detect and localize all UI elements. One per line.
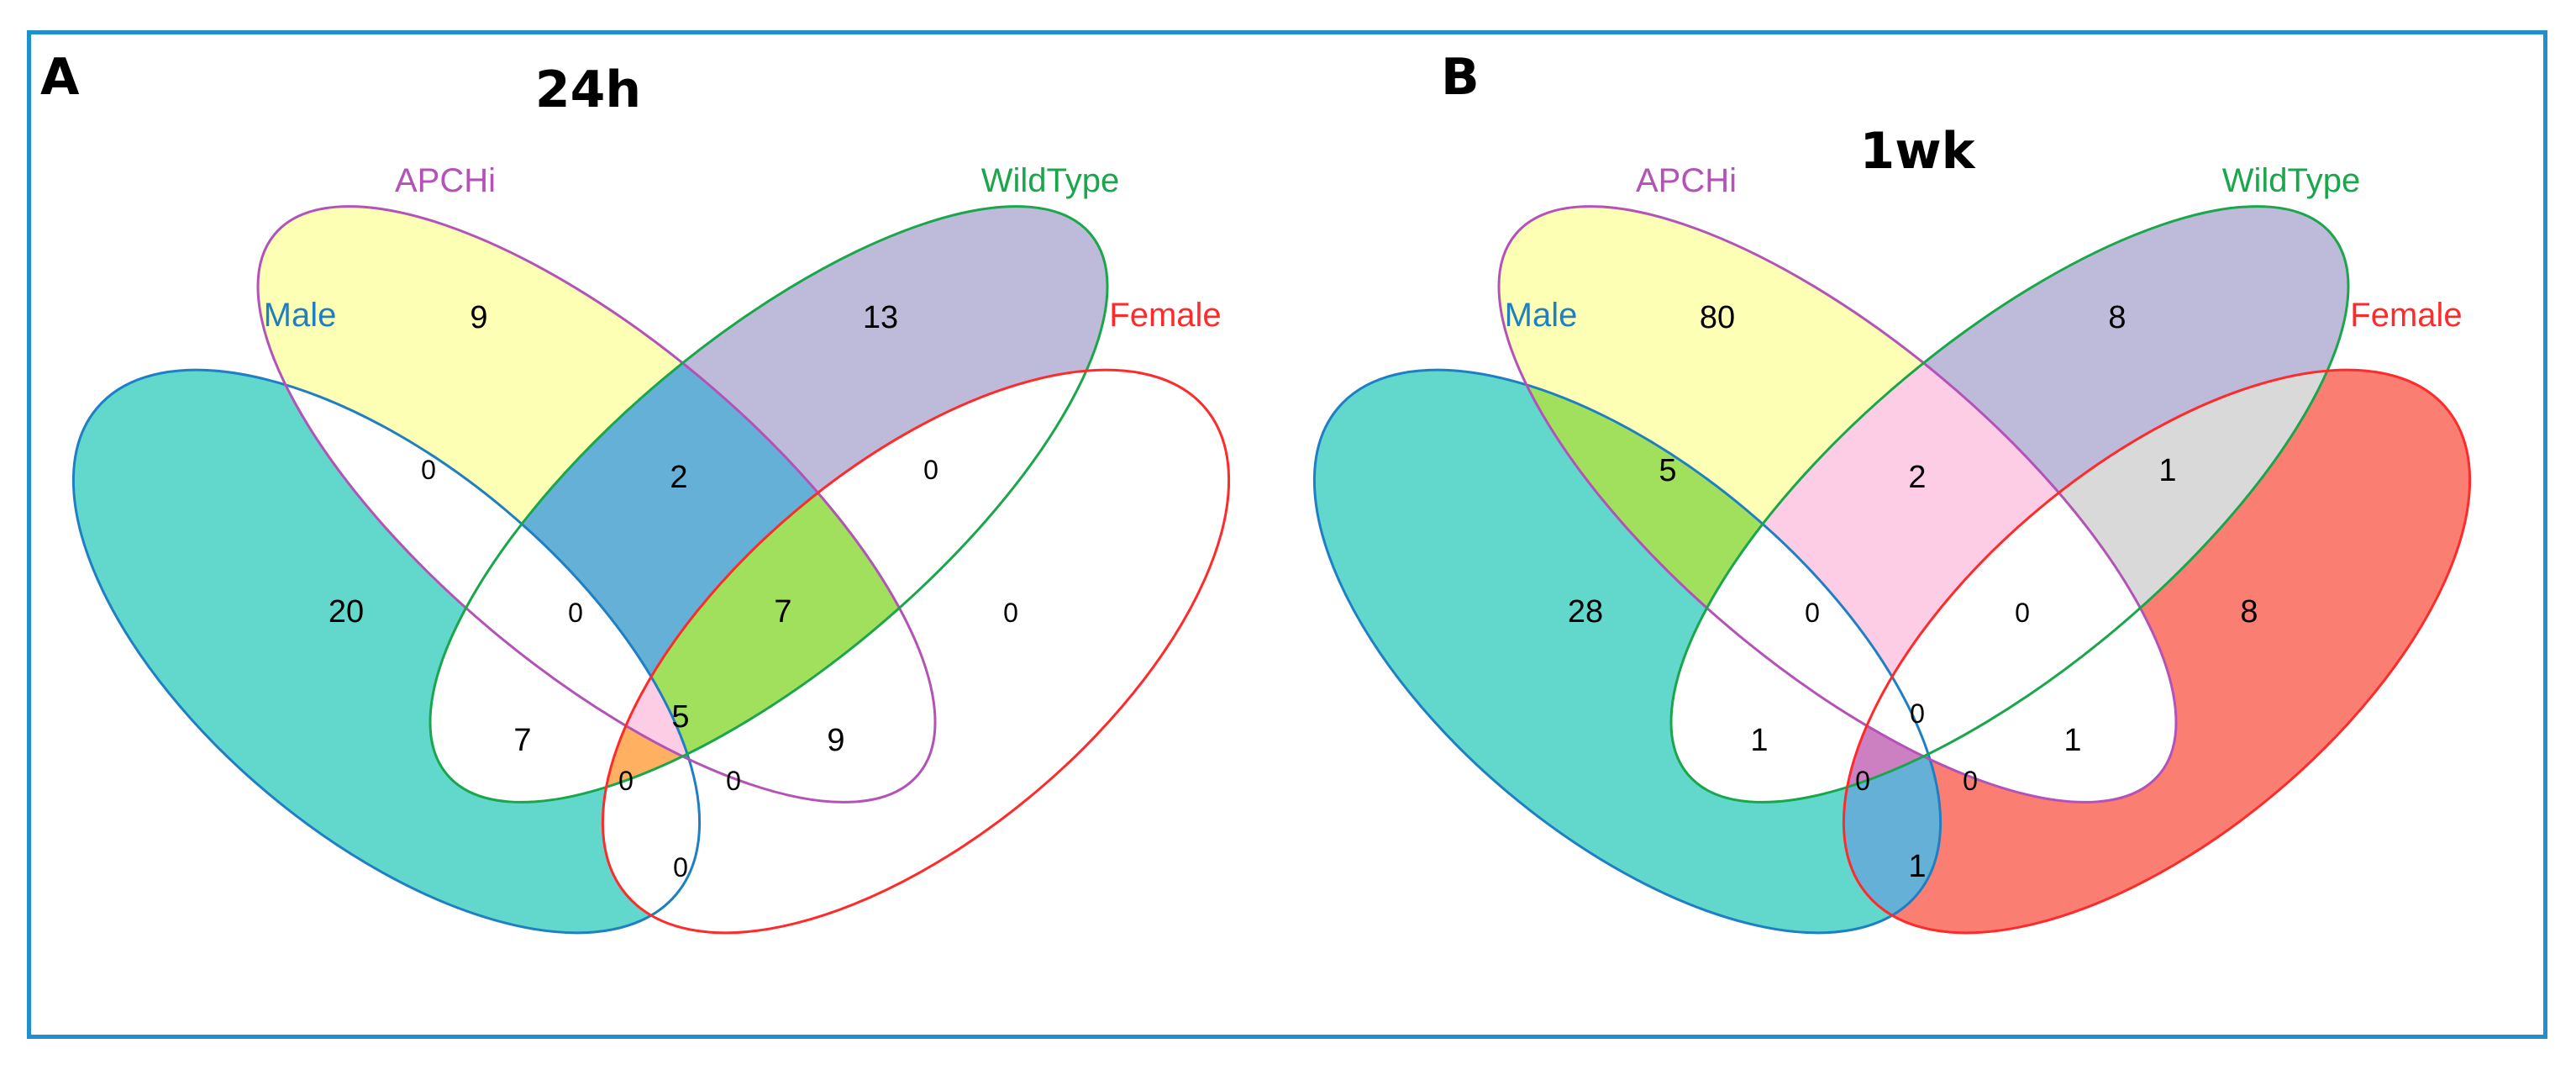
panel-b-counts: 80 8 5 2 1 28 0 0 8 0 1 1 0 0 1 bbox=[1568, 300, 2258, 884]
count-male-wildtype-female: 1 bbox=[2063, 723, 2081, 758]
count-apchi-only: 80 bbox=[1700, 300, 1735, 335]
count-all-four: 5 bbox=[671, 699, 689, 735]
count-apchi-male: 0 bbox=[421, 455, 436, 485]
panel-a-title: 24h bbox=[535, 61, 641, 119]
count-apchi-male-wildtype: 0 bbox=[1805, 598, 1820, 628]
label-male: Male bbox=[264, 297, 337, 334]
count-female-only: 0 bbox=[1003, 598, 1018, 628]
label-wildtype: WildType bbox=[2222, 162, 2361, 199]
count-male-wildtype: 0 bbox=[618, 766, 633, 796]
count-wildtype-female: 1 bbox=[2158, 453, 2176, 488]
count-wildtype-only: 8 bbox=[2108, 300, 2126, 335]
count-wildtype-only: 13 bbox=[863, 300, 898, 335]
panel-b-regions bbox=[1218, 108, 2566, 1036]
count-male-only: 28 bbox=[1568, 594, 1603, 630]
count-apchi-wildtype: 2 bbox=[670, 460, 687, 495]
label-wildtype: WildType bbox=[981, 162, 1120, 199]
panel-b-title: 1wk bbox=[1859, 122, 1976, 181]
count-male-wildtype-female: 9 bbox=[827, 723, 844, 758]
count-male-female: 0 bbox=[673, 852, 688, 883]
count-wildtype-female: 0 bbox=[923, 455, 938, 485]
label-apchi: APCHi bbox=[395, 162, 496, 199]
count-apchi-male-female: 1 bbox=[1750, 723, 1768, 758]
panel-b-letter: B bbox=[1441, 48, 1480, 107]
panel-b: B 1wk bbox=[1217, 48, 2567, 1038]
count-apchi-wildtype: 2 bbox=[1908, 460, 1926, 495]
count-male-only: 20 bbox=[329, 594, 364, 630]
label-male: Male bbox=[1505, 297, 1578, 334]
count-apchi-wildtype-female: 0 bbox=[2015, 598, 2030, 628]
count-all-four: 0 bbox=[1910, 698, 1925, 729]
count-male-wildtype: 0 bbox=[1855, 766, 1870, 796]
label-female: Female bbox=[1109, 297, 1221, 334]
count-female-only: 8 bbox=[2240, 594, 2258, 630]
count-apchi-male-wildtype: 0 bbox=[568, 598, 583, 628]
count-apchi-only: 9 bbox=[470, 300, 487, 335]
count-apchi-male: 5 bbox=[1659, 453, 1676, 488]
panel-a-letter: A bbox=[40, 48, 80, 107]
panel-a-counts: 9 13 0 2 0 20 0 7 0 5 7 9 0 0 0 bbox=[329, 300, 1018, 883]
count-apchi-wildtype-female: 7 bbox=[774, 594, 791, 630]
panel-a: A 24h bbox=[0, 48, 1326, 1038]
count-male-female: 1 bbox=[1908, 849, 1926, 884]
count-apchi-male-female: 7 bbox=[513, 723, 531, 758]
count-apchi-female: 0 bbox=[726, 766, 741, 796]
panel-a-regions bbox=[0, 108, 1196, 1036]
label-female: Female bbox=[2350, 297, 2462, 334]
count-apchi-female: 0 bbox=[1963, 766, 1978, 796]
label-apchi: APCHi bbox=[1636, 162, 1737, 199]
